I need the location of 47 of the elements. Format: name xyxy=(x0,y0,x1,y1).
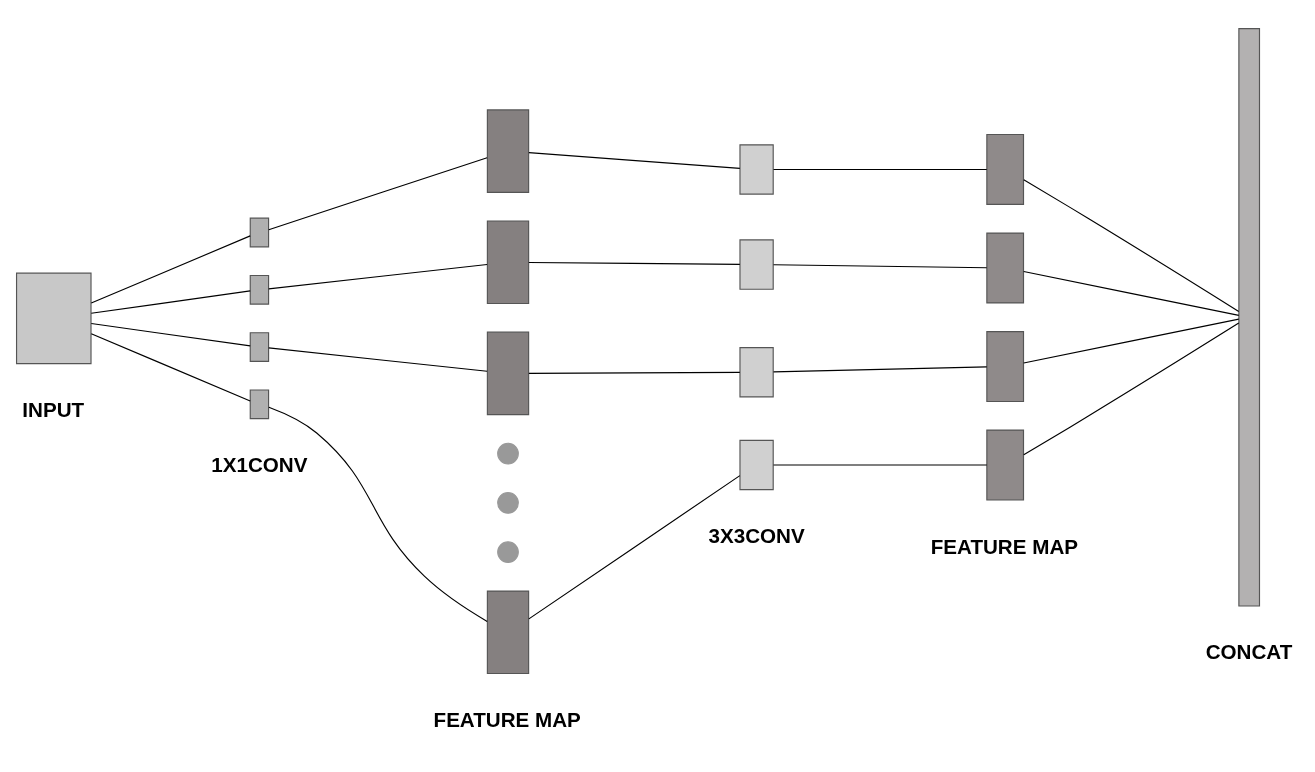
node-box xyxy=(249,389,270,420)
node-box xyxy=(986,331,1025,403)
node-box xyxy=(249,217,270,248)
label: 3X3CONV xyxy=(708,524,805,548)
connector xyxy=(772,464,988,466)
connector xyxy=(90,235,251,304)
node-box xyxy=(249,274,270,305)
node-bar xyxy=(1238,28,1261,607)
connector xyxy=(1023,179,1240,312)
node-circle xyxy=(497,541,519,563)
node-box xyxy=(486,220,530,305)
connector xyxy=(90,333,251,402)
node-box xyxy=(739,439,774,491)
node-box xyxy=(486,590,530,675)
connector xyxy=(268,263,488,290)
connector xyxy=(268,347,488,372)
label: FEATURE MAP xyxy=(433,707,581,731)
connector xyxy=(528,152,741,169)
connector xyxy=(90,290,251,314)
connector xyxy=(772,366,988,373)
node-box xyxy=(739,239,774,290)
node-circle xyxy=(497,442,519,465)
node-box xyxy=(739,144,774,195)
connector xyxy=(772,168,988,171)
node-box xyxy=(986,429,1025,501)
node-box xyxy=(486,331,530,416)
connector xyxy=(528,261,741,265)
label: FEATURE MAP xyxy=(930,534,1079,558)
node-box xyxy=(486,109,530,193)
connector xyxy=(268,406,488,622)
node-box xyxy=(249,332,270,362)
connector xyxy=(268,157,488,231)
connector xyxy=(528,371,741,374)
label: 1X1CONV xyxy=(211,453,308,477)
connector xyxy=(1023,270,1240,316)
node-box xyxy=(15,272,92,365)
node-box xyxy=(986,133,1025,205)
node-circle xyxy=(497,491,519,514)
connector xyxy=(1023,318,1240,364)
node-label: INPUT xyxy=(22,398,85,422)
connector xyxy=(90,322,251,347)
connector xyxy=(528,475,741,620)
connector xyxy=(772,264,988,269)
node-box xyxy=(739,347,774,398)
connector xyxy=(1023,322,1240,456)
node-label: CONCAT xyxy=(1205,640,1293,664)
node-box xyxy=(986,232,1025,304)
